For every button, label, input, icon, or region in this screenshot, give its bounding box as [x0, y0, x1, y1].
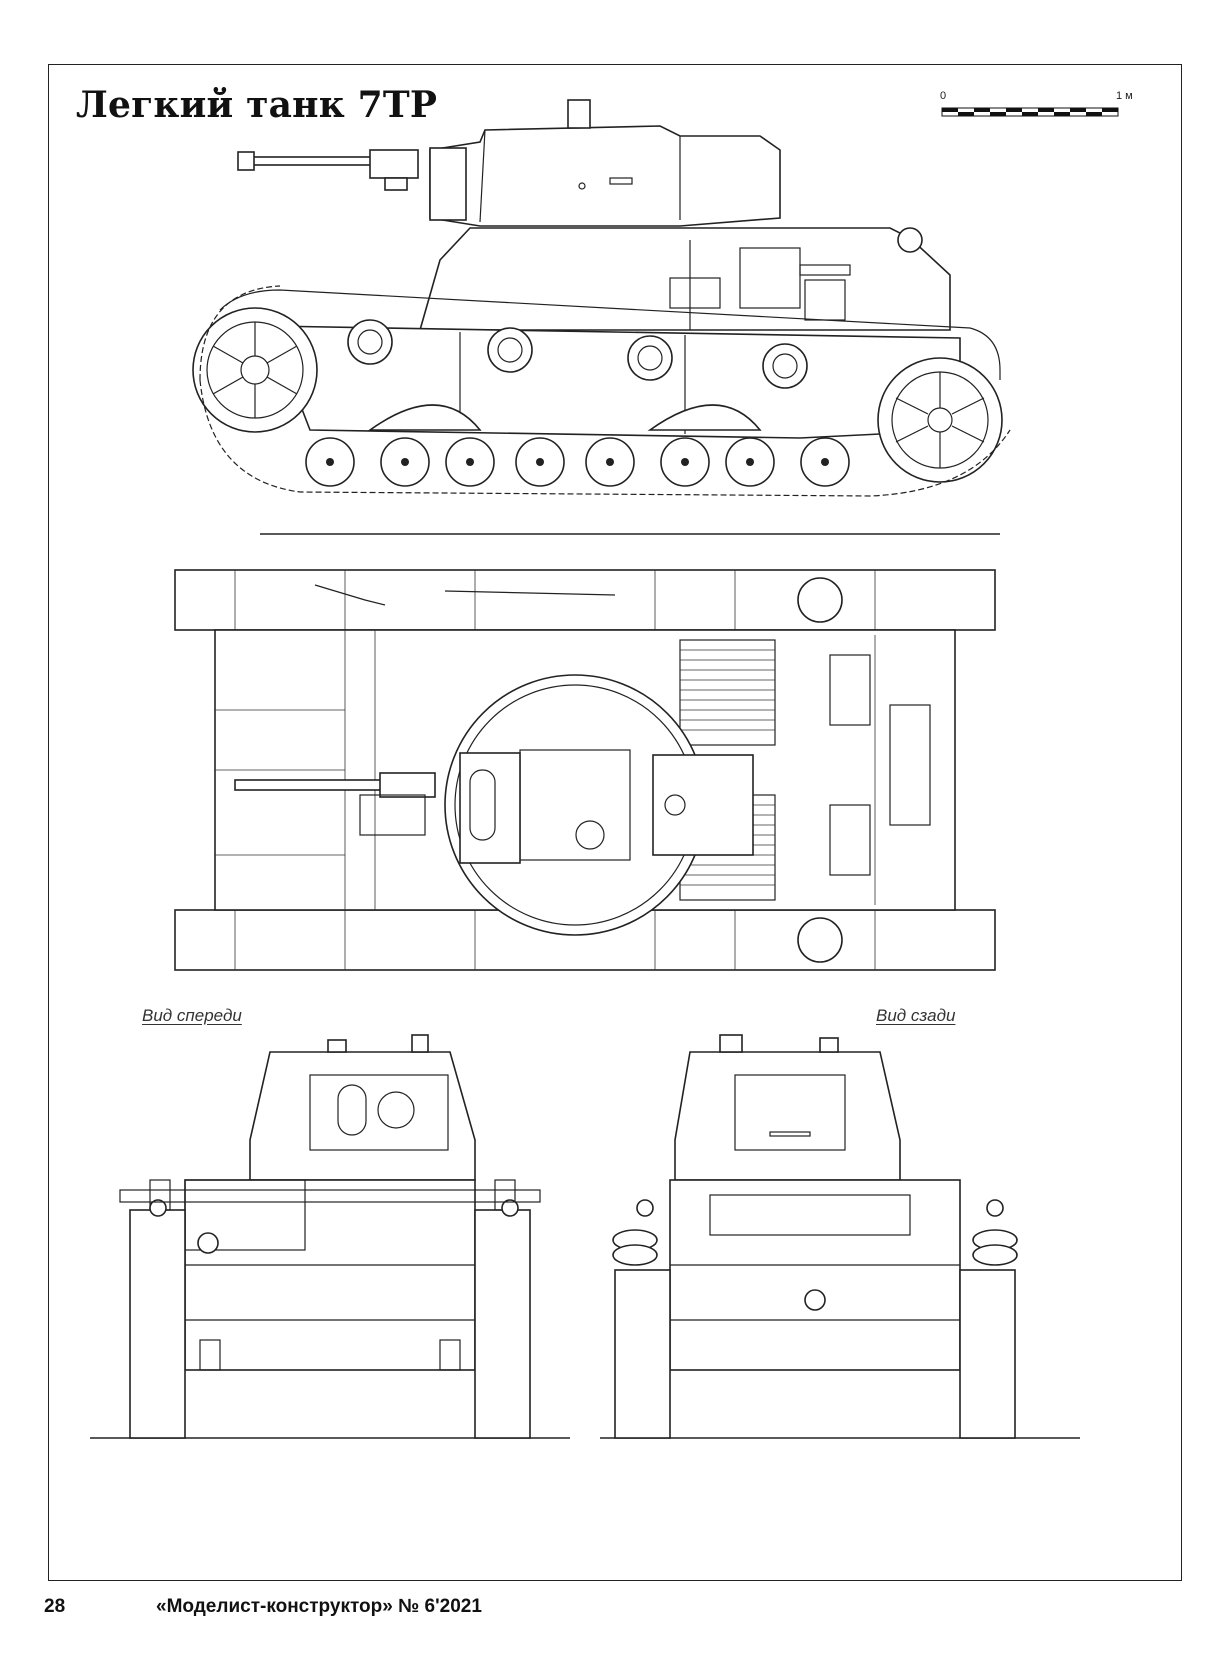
scale-ruler-graphic [941, 107, 1119, 117]
top-view-drawing [174, 569, 996, 971]
scale-start-label: 0 [940, 90, 947, 102]
rear-view-caption: Вид сзади [876, 1006, 956, 1025]
scale-bar: 0 1 м [940, 90, 1142, 130]
side-view-drawing [192, 99, 1011, 535]
front-view-drawing [90, 1034, 570, 1439]
publication-credit: «Моделист-конструктор» № 6'2021 [156, 1596, 482, 1617]
scale-end-label: 1 м [1116, 90, 1133, 102]
front-view-caption: Вид спереди [142, 1006, 242, 1025]
page-title: Легкий танк 7ТР [76, 84, 438, 126]
rear-view-drawing [600, 1034, 1080, 1439]
drawing-frame [48, 64, 1182, 1581]
page-number: 28 [44, 1596, 66, 1617]
